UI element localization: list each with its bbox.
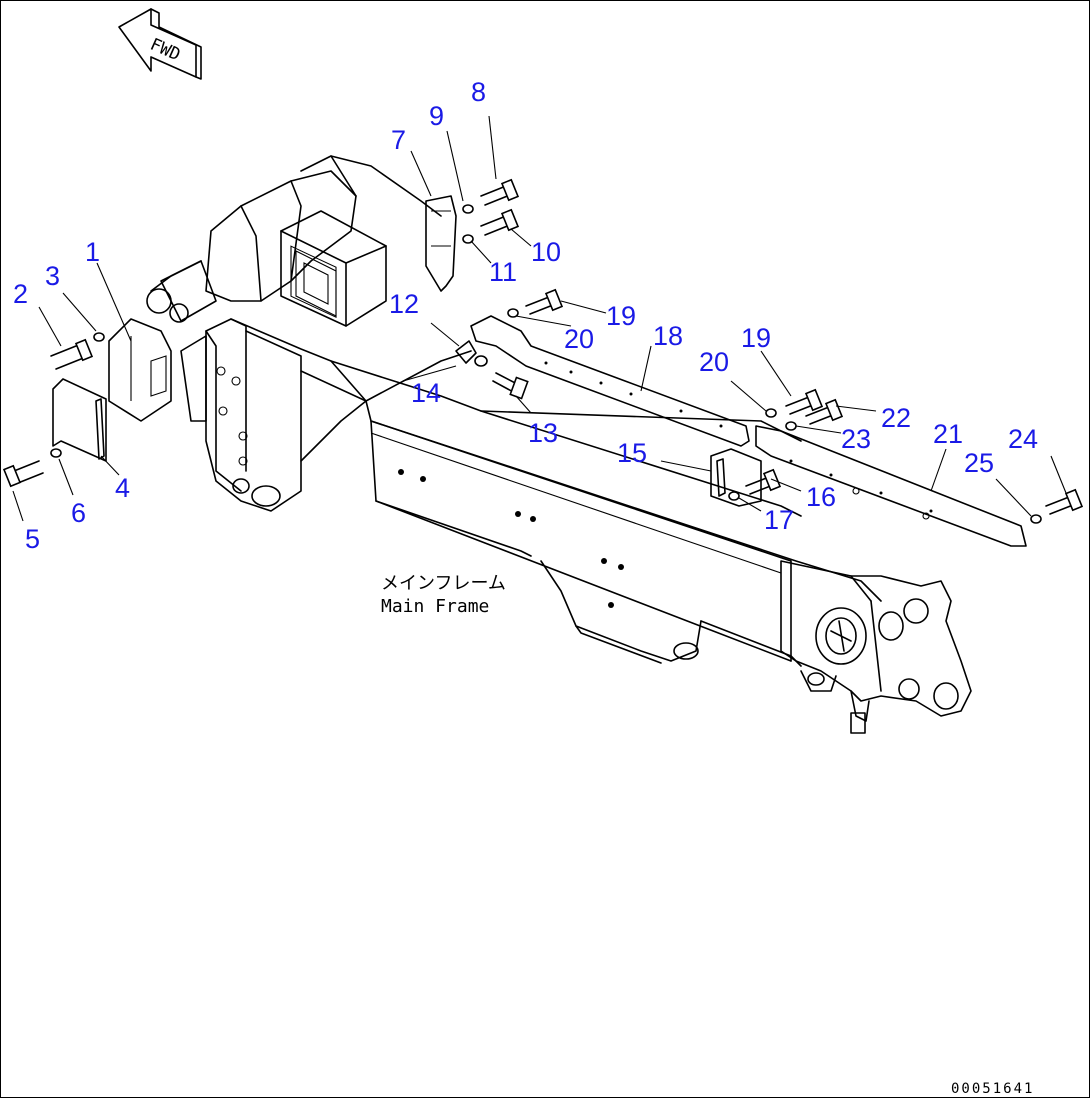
callout-21: 21 (933, 419, 963, 449)
callout-15: 15 (617, 438, 647, 468)
caption-japanese: メインフレーム (381, 573, 506, 594)
plate-part-4 (52, 378, 107, 462)
leader-lines (12, 115, 1067, 522)
callout-7: 7 (391, 125, 406, 155)
callout-20-right: 20 (699, 347, 729, 377)
callout-3: 3 (45, 261, 60, 291)
callout-6: 6 (71, 498, 86, 528)
callout-16: 16 (806, 482, 836, 512)
callout-13: 13 (528, 418, 558, 448)
callout-8: 8 (471, 77, 486, 107)
forward-arrow-icon: FWD (118, 8, 202, 80)
caption-english: Main Frame (381, 596, 489, 617)
fwd-label: FWD (147, 35, 183, 66)
callout-24: 24 (1008, 424, 1038, 454)
callout-5: 5 (25, 524, 40, 554)
main-frame (146, 155, 972, 734)
callout-25: 25 (964, 448, 994, 478)
callout-4: 4 (115, 473, 130, 503)
callout-1: 1 (85, 237, 100, 267)
callout-2: 2 (13, 279, 28, 309)
frame-caption: メインフレーム Main Frame (381, 573, 506, 617)
callout-18: 18 (653, 321, 683, 351)
callout-17: 17 (764, 505, 794, 535)
clip-part-12 (455, 340, 477, 364)
callout-11: 11 (489, 257, 517, 287)
callout-10: 10 (531, 237, 561, 267)
callout-labels: 1 2 3 4 5 6 7 8 9 10 11 12 13 14 15 16 1… (13, 77, 1038, 554)
callout-9: 9 (429, 101, 444, 131)
callout-12: 12 (389, 289, 419, 319)
bracket-part-1 (108, 318, 172, 422)
callout-19-right: 19 (741, 323, 771, 353)
bracket-part-7 (425, 195, 457, 292)
bracket-part-15 (710, 448, 762, 507)
callout-22: 22 (881, 403, 911, 433)
fasteners (2, 178, 1084, 524)
document-number: 00051641 (951, 1081, 1034, 1097)
rail-part-21 (755, 425, 1027, 547)
callout-20-upper: 20 (564, 324, 594, 354)
callout-14: 14 (411, 378, 441, 408)
rail-part-18 (470, 315, 750, 447)
callout-19-upper: 19 (606, 301, 636, 331)
callout-23: 23 (841, 424, 871, 454)
